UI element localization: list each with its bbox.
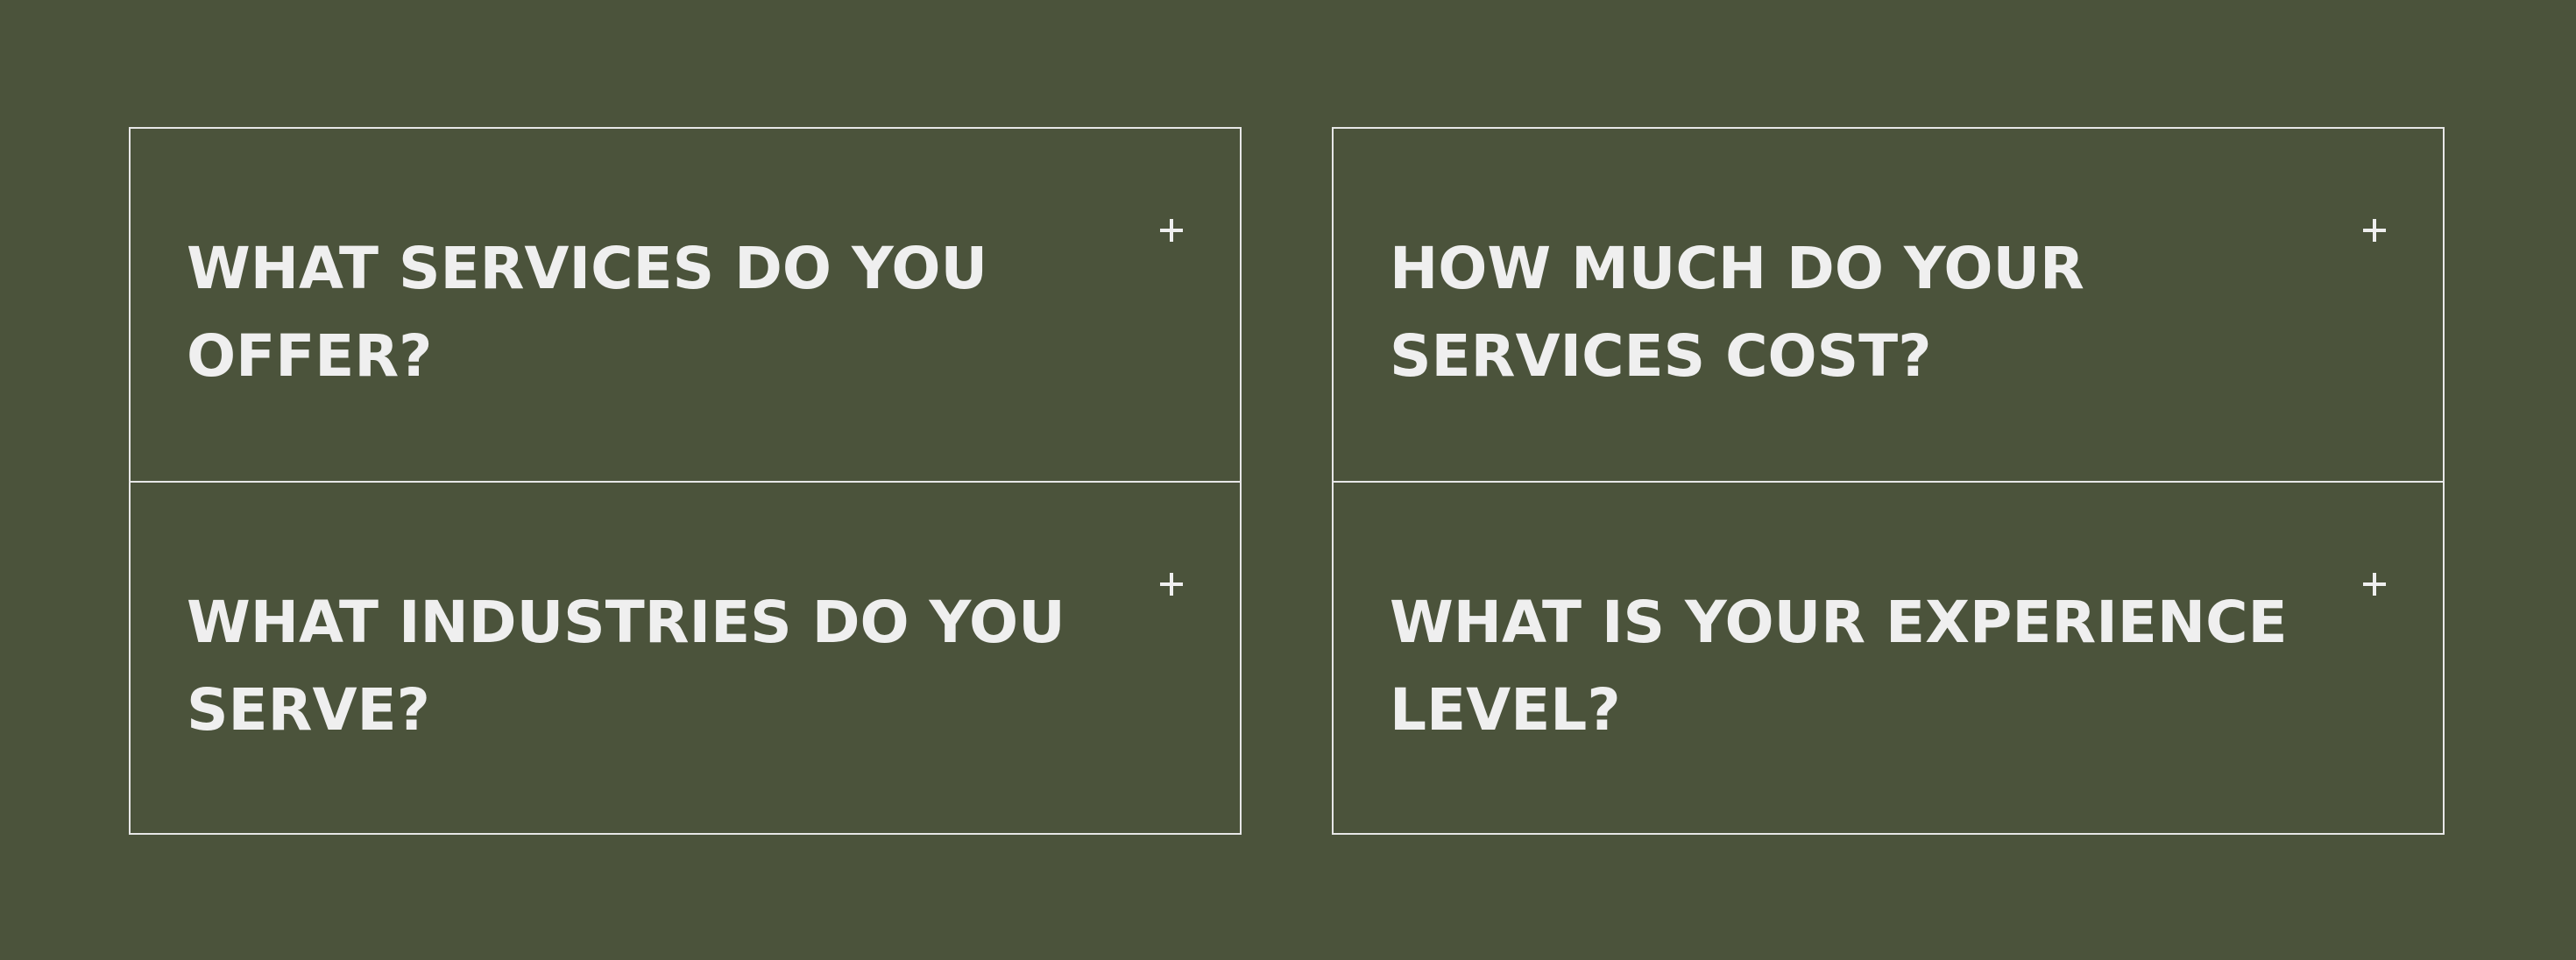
faq-item-industries-served[interactable]: WHAT INDUSTRIES DO YOU SERVE?: [131, 481, 1240, 833]
faq-item-services-offered[interactable]: WHAT SERVICES DO YOU OFFER?: [131, 129, 1240, 481]
plus-icon[interactable]: [2362, 218, 2387, 243]
faq-column-left: WHAT SERVICES DO YOU OFFER? WHAT INDUSTR…: [129, 127, 1242, 835]
faq-column-right: HOW MUCH DO YOUR SERVICES COST? WHAT IS …: [1332, 127, 2445, 835]
faq-item-services-cost[interactable]: HOW MUCH DO YOUR SERVICES COST?: [1334, 129, 2443, 481]
plus-icon[interactable]: [1159, 572, 1184, 596]
faq-question: WHAT SERVICES DO YOU OFFER?: [187, 235, 988, 390]
faq-question: HOW MUCH DO YOUR SERVICES COST?: [1390, 235, 2084, 390]
plus-icon[interactable]: [1159, 218, 1184, 243]
faq-question: WHAT INDUSTRIES DO YOU SERVE?: [187, 589, 1065, 744]
plus-icon[interactable]: [2362, 572, 2387, 596]
faq-question: WHAT IS YOUR EXPERIENCE LEVEL?: [1390, 589, 2288, 744]
faq-item-experience-level[interactable]: WHAT IS YOUR EXPERIENCE LEVEL?: [1334, 481, 2443, 833]
